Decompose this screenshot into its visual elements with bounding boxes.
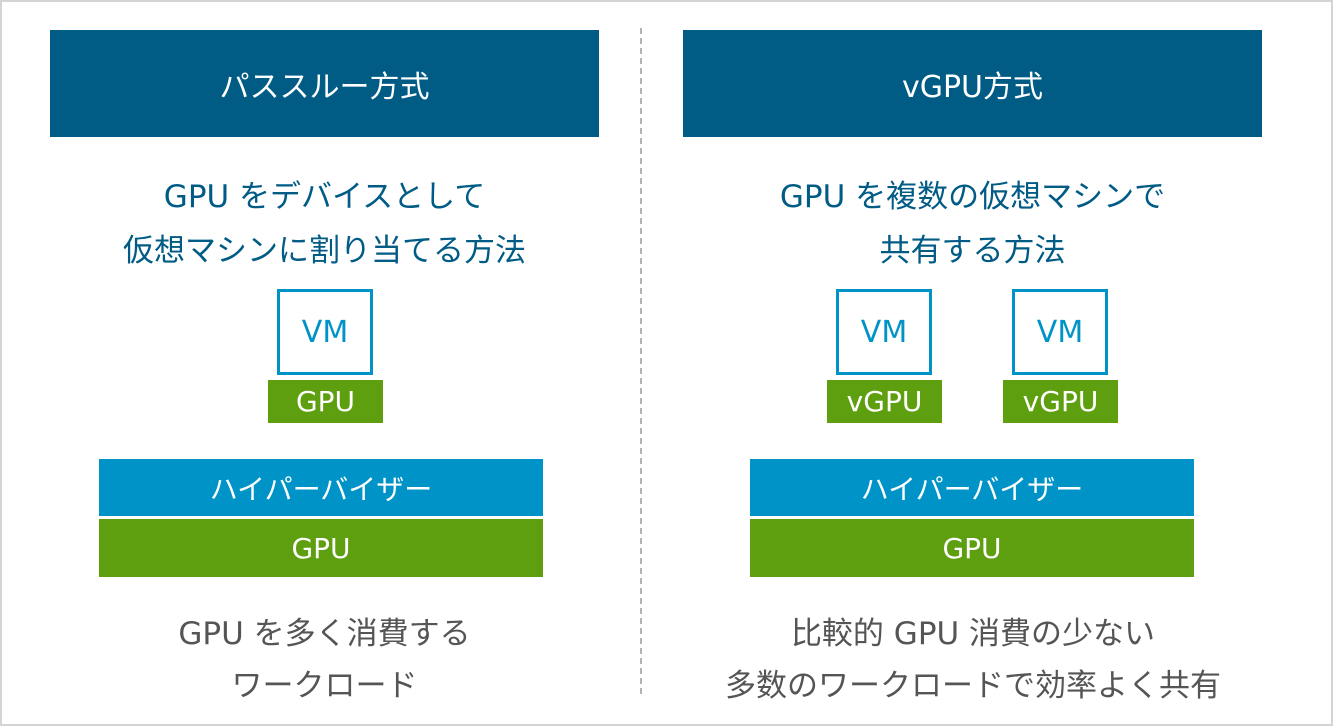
right-description-line-1: GPU を複数の仮想マシンで	[779, 179, 1166, 215]
right-hypervisor-label: ハイパーバイザー	[860, 472, 1084, 506]
right-footer-line-1: 比較的 GPU 消費の少ない	[790, 616, 1156, 652]
right-vgpu-2-label: vGPU	[1022, 385, 1099, 418]
column-divider	[640, 28, 642, 694]
left-vm-box: VM	[277, 289, 373, 375]
left-physical-gpu-bar: GPU	[99, 519, 543, 577]
left-hypervisor-label: ハイパーバイザー	[209, 472, 433, 506]
right-title: vGPU方式	[901, 69, 1044, 105]
left-gpu-chip: GPU	[268, 380, 383, 423]
left-description: GPU をデバイスとして 仮想マシンに割り当てる方法	[50, 170, 599, 278]
left-footer-line-2: ワークロード	[231, 668, 418, 704]
right-vgpu-chip-1: vGPU	[827, 380, 942, 423]
left-title: パススルー方式	[219, 69, 430, 105]
right-physical-gpu-label: GPU	[942, 531, 1002, 565]
left-hypervisor-bar: ハイパーバイザー	[99, 459, 543, 516]
right-vm-1-label: VM	[860, 314, 908, 350]
left-footer-line-1: GPU を多く消費する	[178, 616, 471, 652]
left-title-banner: パススルー方式	[50, 30, 599, 137]
left-gpu-chip-label: GPU	[295, 385, 356, 418]
right-description-line-2: 共有する方法	[879, 233, 1066, 269]
left-footer: GPU を多く消費する ワークロード	[50, 608, 599, 712]
right-title-banner: vGPU方式	[683, 30, 1262, 137]
right-footer-line-2: 多数のワークロードで効率よく共有	[725, 668, 1221, 704]
right-vm-box-2: VM	[1012, 289, 1108, 375]
right-vm-box-1: VM	[836, 289, 932, 375]
left-physical-gpu-label: GPU	[291, 531, 351, 565]
right-description: GPU を複数の仮想マシンで 共有する方法	[683, 170, 1262, 278]
right-hypervisor-bar: ハイパーバイザー	[750, 459, 1194, 516]
right-footer: 比較的 GPU 消費の少ない 多数のワークロードで効率よく共有	[662, 608, 1284, 712]
left-vm-label: VM	[301, 314, 349, 350]
right-vm-2-label: VM	[1036, 314, 1084, 350]
right-physical-gpu-bar: GPU	[750, 519, 1194, 577]
left-description-line-2: 仮想マシンに割り当てる方法	[123, 233, 526, 269]
right-vgpu-1-label: vGPU	[846, 385, 923, 418]
right-vgpu-chip-2: vGPU	[1003, 380, 1118, 423]
left-description-line-1: GPU をデバイスとして	[163, 179, 486, 215]
